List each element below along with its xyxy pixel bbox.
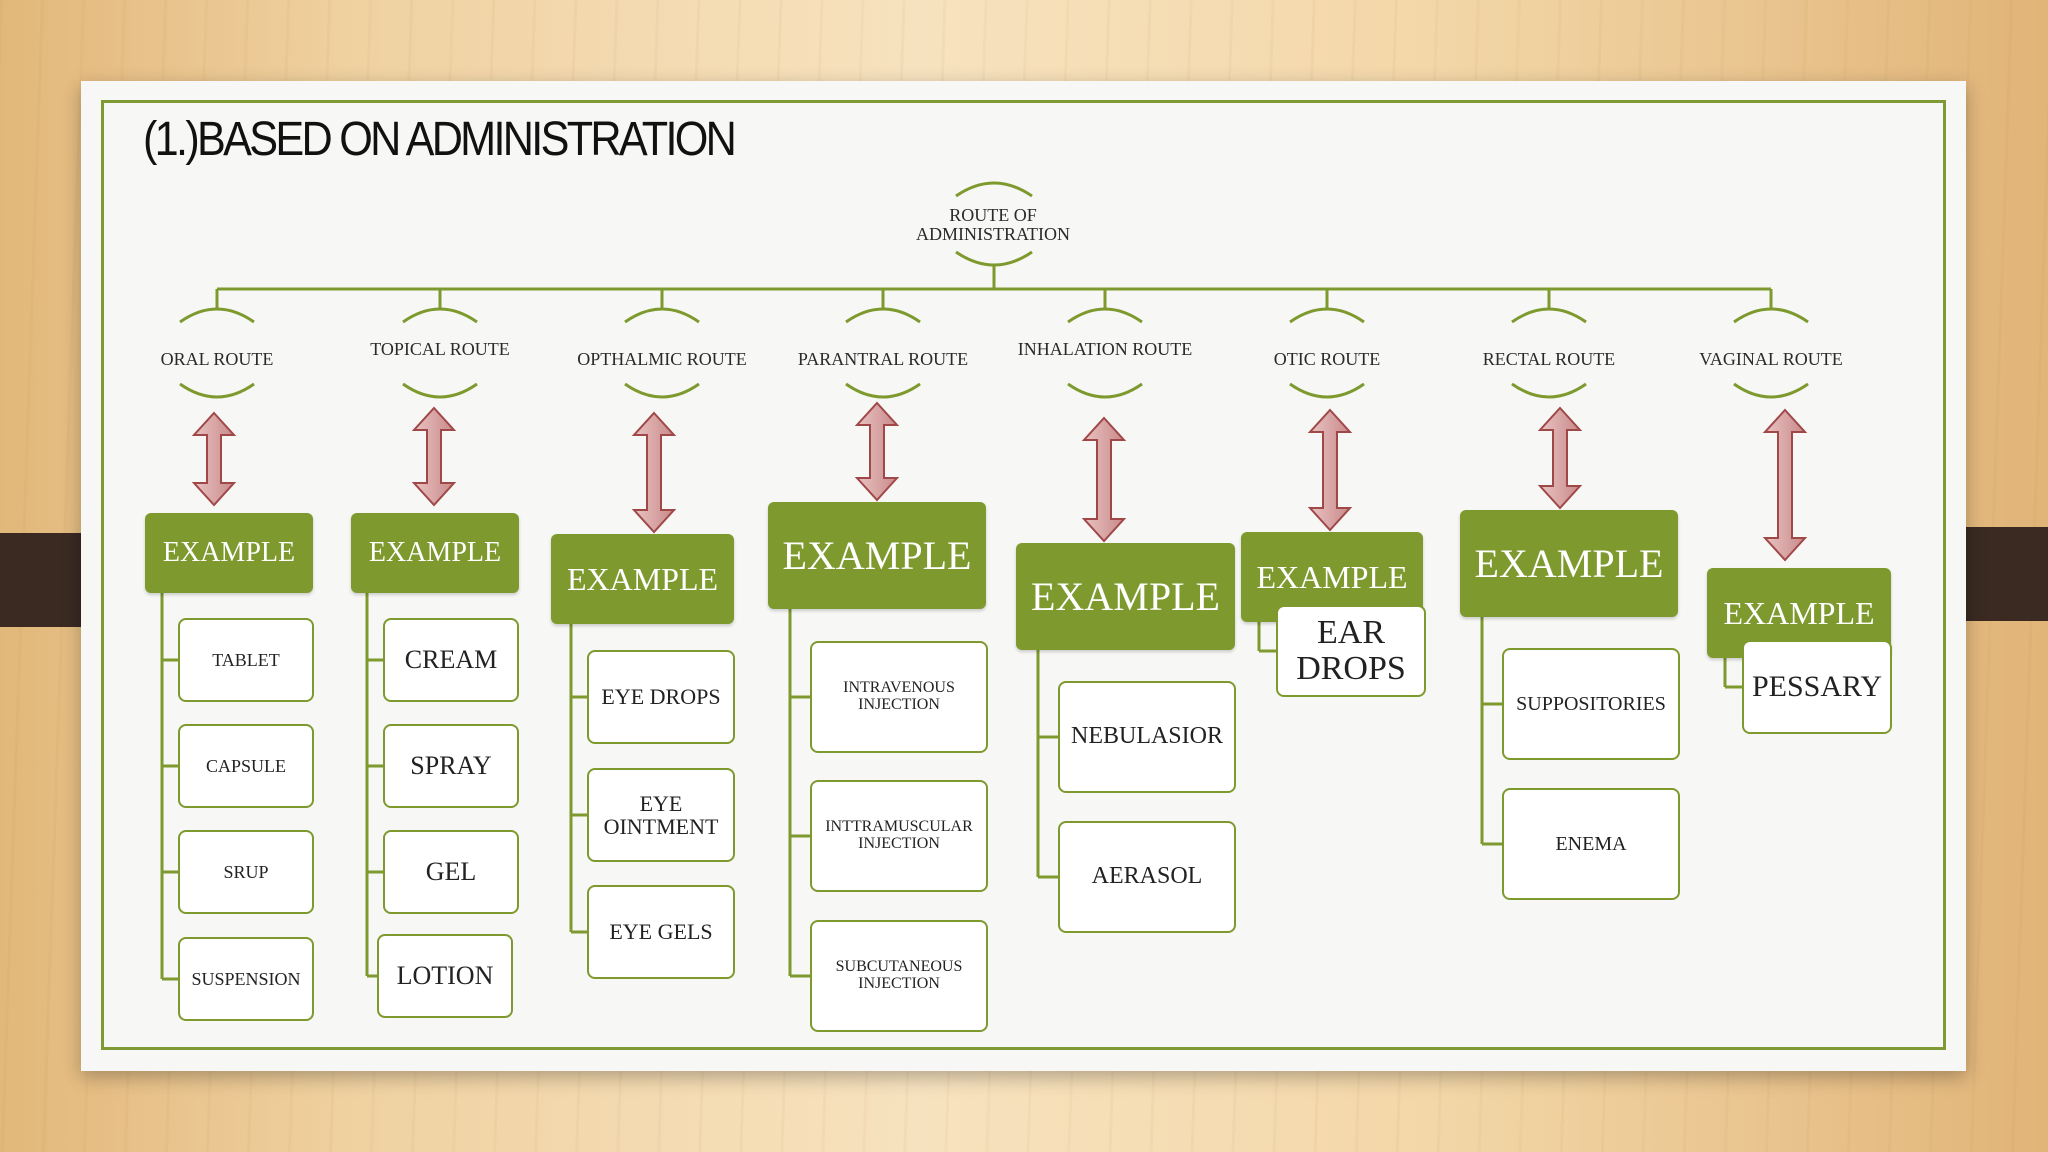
- example-item: SUBCUTANEOUS INJECTION: [810, 920, 988, 1032]
- route-label: OTIC ROUTE: [1273, 348, 1381, 369]
- example-item: EYE OINTMENT: [587, 768, 735, 862]
- example-item: CREAM: [383, 618, 519, 702]
- example-item: CAPSULE: [178, 724, 314, 808]
- example-item: TABLET: [178, 618, 314, 702]
- route-6-node-bottom-arc: [1511, 382, 1587, 399]
- example-item: PESSARY: [1742, 640, 1892, 734]
- example-box: EXAMPLE: [1460, 510, 1678, 617]
- route-7-node-bottom-arc: [1733, 382, 1809, 399]
- route-1-node-top-arc: [402, 307, 478, 324]
- example-item: SUPPOSITORIES: [1502, 648, 1680, 760]
- route-4-node-top-arc: [1067, 307, 1143, 324]
- example-item: GEL: [383, 830, 519, 914]
- route-0-node-top-arc: [179, 307, 255, 324]
- example-item: AERASOL: [1058, 821, 1236, 933]
- route-label: VAGINAL ROUTE: [1699, 348, 1843, 369]
- route-label: ORAL ROUTE: [160, 348, 274, 369]
- example-item: EYE GELS: [587, 885, 735, 979]
- route-2-node-bottom-arc: [624, 382, 700, 399]
- route-label: TOPICAL ROUTE: [370, 338, 510, 359]
- slide-frame: [101, 100, 1946, 1050]
- double-arrow: [191, 411, 237, 507]
- route-0-node-bottom-arc: [179, 382, 255, 399]
- example-item: SRUP: [178, 830, 314, 914]
- root-node-top-arc: [955, 181, 1033, 198]
- route-5-node-bottom-arc: [1289, 382, 1365, 399]
- example-box: EXAMPLE: [1016, 543, 1235, 650]
- double-arrow: [854, 401, 900, 502]
- route-label: OPTHALMIC ROUTE: [577, 348, 747, 369]
- double-arrow: [631, 411, 677, 534]
- double-arrow: [411, 406, 457, 507]
- example-box: EXAMPLE: [351, 513, 519, 593]
- example-item: INTRAVENOUS INJECTION: [810, 641, 988, 753]
- slide-title: (1.)BASED ON ADMINISTRATION: [143, 113, 737, 166]
- route-5-node-top-arc: [1289, 307, 1365, 324]
- route-label: PARANTRAL ROUTE: [797, 348, 969, 369]
- example-item: INTTRAMUSCULAR INJECTION: [810, 780, 988, 892]
- route-1-node-bottom-arc: [402, 382, 478, 399]
- double-arrow: [1762, 408, 1808, 562]
- example-item: EAR DROPS: [1276, 605, 1426, 697]
- example-item: NEBULASIOR: [1058, 681, 1236, 793]
- root-node-label: ROUTE OF ADMINISTRATION: [916, 205, 1070, 244]
- route-7-node-top-arc: [1733, 307, 1809, 324]
- example-box: EXAMPLE: [768, 502, 986, 609]
- route-label: INHALATION ROUTE: [1017, 338, 1193, 359]
- example-item: SUSPENSION: [178, 937, 314, 1021]
- example-box: EXAMPLE: [551, 534, 734, 624]
- example-item: EYE DROPS: [587, 650, 735, 744]
- route-3-node-top-arc: [845, 307, 921, 324]
- double-arrow: [1307, 408, 1353, 532]
- route-label: RECTAL ROUTE: [1482, 348, 1616, 369]
- double-arrow: [1081, 416, 1127, 543]
- route-4-node-bottom-arc: [1067, 382, 1143, 399]
- example-item: ENEMA: [1502, 788, 1680, 900]
- example-item: LOTION: [377, 934, 513, 1018]
- route-3-node-bottom-arc: [845, 382, 921, 399]
- double-arrow: [1537, 406, 1583, 510]
- root-node-bottom-arc: [955, 250, 1033, 267]
- example-box: EXAMPLE: [145, 513, 313, 593]
- route-6-node-top-arc: [1511, 307, 1587, 324]
- example-item: SPRAY: [383, 724, 519, 808]
- route-2-node-top-arc: [624, 307, 700, 324]
